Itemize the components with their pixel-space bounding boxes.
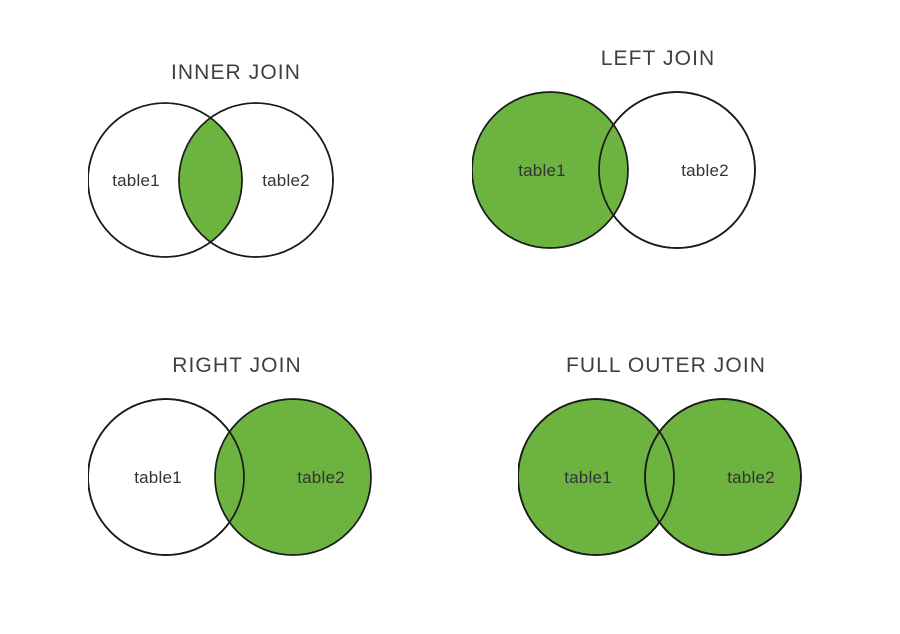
venn-diagram-full-outer-join: table1 table2 <box>518 398 802 556</box>
label-table1-right: table1 <box>134 468 182 487</box>
label-table2-right: table2 <box>297 468 345 487</box>
label-table2-full: table2 <box>727 468 775 487</box>
venn-diagram-inner-join: table1 table2 <box>88 102 334 258</box>
circle-table1-right-outline <box>88 398 245 556</box>
circle-table2-full-outline <box>644 398 802 556</box>
circle-table2-right <box>214 398 372 556</box>
label-table1-full: table1 <box>564 468 612 487</box>
panel-right-join: RIGHT JOIN table1 table2 <box>22 355 452 575</box>
label-table2-left: table2 <box>681 161 729 180</box>
panel-title-full-outer-join: FULL OUTER JOIN <box>565 354 767 377</box>
circle-table1-left <box>472 91 629 249</box>
intersection-highlight-inner <box>179 103 242 257</box>
venn-diagram-right-join: table1 table2 <box>88 398 372 556</box>
panel-full-outer-join: FULL OUTER JOIN table1 table2 <box>452 355 880 575</box>
panel-title-inner-join: INNER JOIN <box>170 61 301 84</box>
circle-table1-full-outline <box>518 398 675 556</box>
circle-table1-inner-outline <box>88 102 243 258</box>
panel-left-join: LEFT JOIN table1 table2 <box>448 48 868 273</box>
venn-diagram-left-join: table1 table2 <box>472 91 756 249</box>
panel-inner-join: INNER JOIN table1 table2 <box>20 62 452 282</box>
panel-title-left-join: LEFT JOIN <box>600 47 716 70</box>
label-table2-inner: table2 <box>262 171 310 190</box>
panel-title-right-join: RIGHT JOIN <box>172 354 302 377</box>
label-table1-inner: table1 <box>112 171 160 190</box>
label-table1-left: table1 <box>518 161 566 180</box>
circle-table2-inner-outline <box>178 102 334 258</box>
circle-table2-left-outline <box>598 91 756 249</box>
